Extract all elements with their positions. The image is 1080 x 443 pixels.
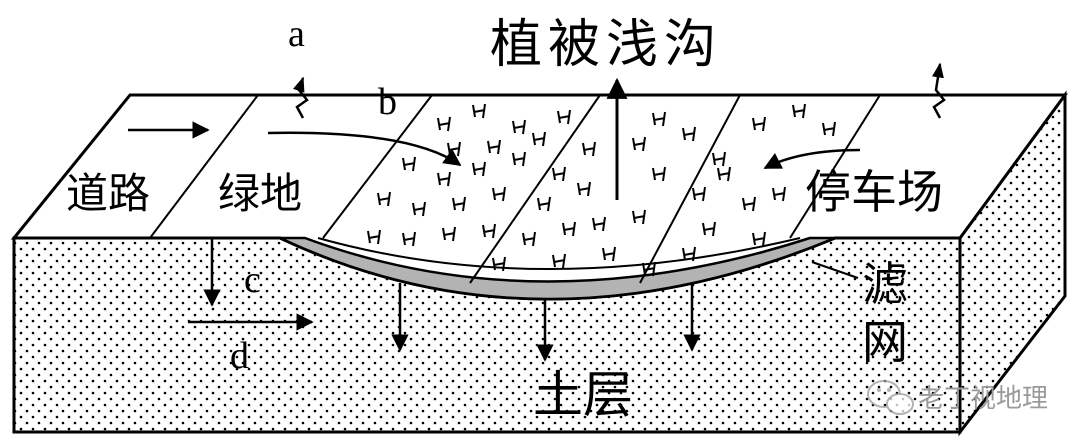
grass-symbol [472, 161, 486, 177]
label-a: a [288, 13, 305, 55]
road-label: 道路 [66, 169, 150, 218]
divider-swale-parking [789, 94, 881, 239]
divider-swale-mid2 [639, 94, 741, 284]
grass-symbol [552, 166, 566, 182]
grass-symbol [772, 186, 786, 202]
grass-symbol [377, 191, 391, 207]
evaporation-arrow-a [293, 76, 309, 119]
watermark-text: 老丁视地理 [918, 384, 1048, 414]
label-b: b [378, 81, 397, 123]
grass-symbol [402, 156, 416, 172]
grass-symbol [552, 253, 566, 269]
title-label: 植被浅沟 [490, 15, 722, 75]
grass-symbol [752, 231, 766, 247]
grass-symbol [512, 119, 526, 135]
grass-symbol [487, 139, 501, 155]
grass-symbol [512, 151, 526, 167]
grass-symbol [492, 186, 506, 202]
grass-symbol [577, 181, 591, 197]
grass-symbol [682, 246, 696, 262]
swale-bed-curve [317, 237, 801, 270]
grass-symbol [442, 226, 456, 242]
soil-label: 土层 [533, 366, 633, 424]
green-label: 绿地 [218, 169, 302, 218]
grass-symbol [642, 261, 656, 277]
grass-symbol [752, 116, 766, 132]
divider-green-swale [322, 94, 433, 239]
grass-symbol [822, 121, 836, 137]
label-d: d [230, 335, 249, 377]
grass-symbol [742, 196, 756, 212]
grass-symbol [472, 103, 486, 119]
grass-symbol [437, 116, 451, 132]
grass-symbol [717, 166, 731, 182]
label-c: c [244, 259, 261, 301]
grass-symbol [367, 229, 381, 245]
parking-label: 停车场 [805, 165, 943, 219]
wechat-icon [867, 380, 914, 415]
parking-flow-arrow [763, 148, 861, 170]
grass-symbol [537, 196, 551, 212]
divider-swale-mid1 [469, 94, 601, 284]
grass-symbol [557, 109, 571, 125]
grass-symbol [652, 111, 666, 127]
grass-symbol [632, 136, 646, 152]
grass-symbol [602, 246, 616, 262]
grass-symbol [412, 201, 426, 217]
arrow-b [267, 131, 462, 167]
filter-mesh [279, 236, 836, 301]
grass-symbol [792, 103, 806, 119]
evaporation-arrow-right [932, 62, 946, 119]
divider-road-green [149, 94, 259, 239]
vegetation-group [367, 103, 836, 277]
grass-symbol [712, 151, 726, 167]
grass-symbol [482, 223, 496, 239]
grass-symbol [592, 216, 606, 232]
filter-leader-line [811, 261, 859, 279]
grass-symbol [532, 131, 546, 147]
grass-symbol [562, 221, 576, 237]
grass-symbol [692, 186, 706, 202]
grass-symbol [437, 171, 451, 187]
grass-symbol [492, 256, 506, 272]
grass-symbol [582, 141, 596, 157]
filter-label-2: 网 [862, 315, 908, 369]
grass-symbol [702, 221, 716, 237]
filter-label-1: 滤 [862, 257, 908, 311]
grass-symbol [402, 231, 416, 247]
grass-symbol [452, 196, 466, 212]
grass-symbol [632, 209, 646, 225]
grass-symbol [652, 166, 666, 182]
grass-symbol [522, 231, 536, 247]
grass-symbol [682, 126, 696, 142]
